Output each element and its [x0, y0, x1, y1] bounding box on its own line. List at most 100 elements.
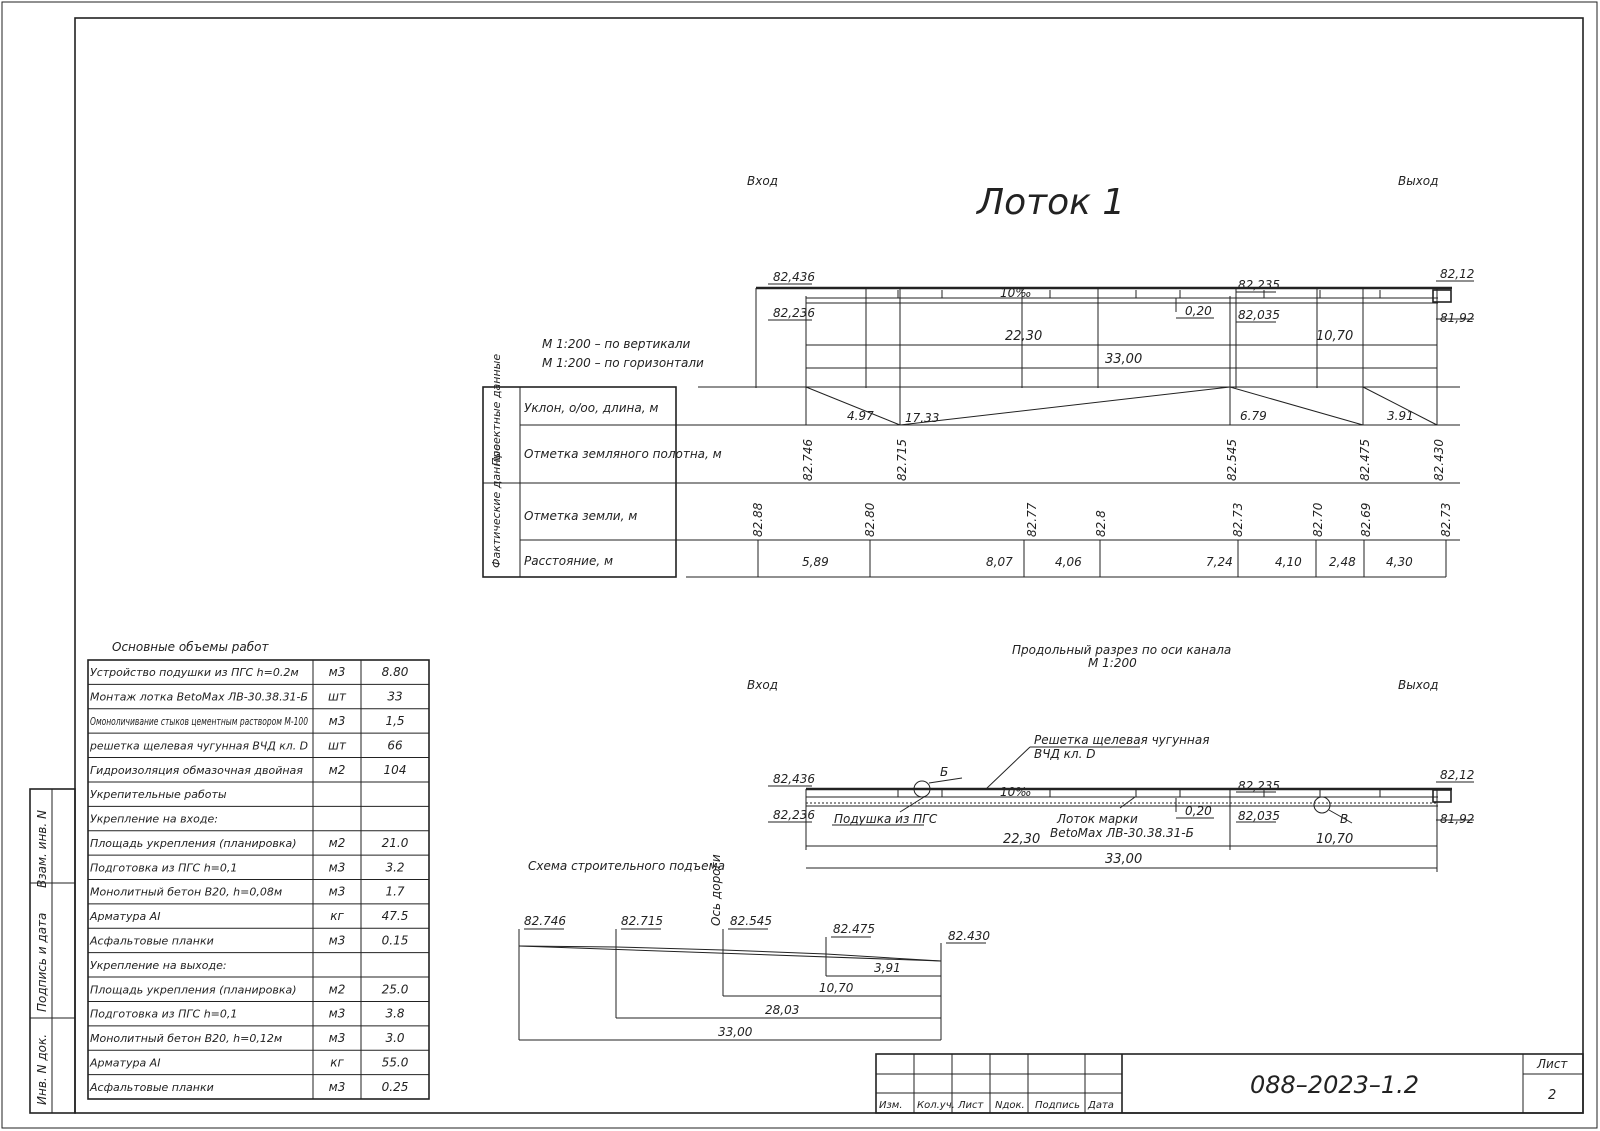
section-dim-right: 10,70 — [1316, 832, 1353, 847]
grid-subgrade-elev: 82.545 — [1225, 439, 1239, 481]
exit-label-bottom: Выход — [1398, 678, 1438, 692]
works-title: Основные объемы работ — [112, 640, 269, 654]
grid-slope-value: 17.33 — [905, 411, 939, 425]
grid-ground-elev: 82.77 — [1025, 502, 1039, 537]
grid-slope-value: 3.91 — [1387, 409, 1414, 423]
section-cushion-label: Подушка из ПГС — [834, 812, 938, 826]
section-slope: 10‰ — [1000, 785, 1031, 799]
works-row-qty: 1.7 — [385, 885, 404, 899]
scheme-elev: 82.475 — [833, 922, 875, 936]
section-depth: 0,20 — [1185, 804, 1212, 818]
section-dim-left: 22,30 — [1003, 832, 1040, 847]
section-elev-top-right: 82,12 — [1440, 768, 1474, 782]
works-row: Омоноличивание стыков цементным растворо… — [90, 714, 405, 728]
works-row-unit: кг — [330, 1055, 344, 1069]
works-row-unit: м3 — [329, 714, 346, 728]
works-row-qty: 8.80 — [382, 665, 409, 679]
works-row-qty: 0.25 — [382, 1080, 409, 1094]
scheme-title: Схема строительного подъема — [528, 859, 725, 873]
works-row: Укрепление на входе: — [90, 813, 218, 826]
section-elev-bottom-mid: 82,035 — [1238, 809, 1280, 823]
works-row-qty: 55.0 — [382, 1055, 409, 1069]
works-table: Основные объемы работ Устройство подушки… — [87, 640, 430, 1100]
works-row-name: Площадь укрепления (планировка) — [90, 983, 297, 996]
grid-distance: 7,24 — [1206, 555, 1233, 569]
exit-label-top: Выход — [1398, 174, 1438, 188]
works-row-name: решетка щелевая чугунная ВЧД кл. D — [89, 739, 308, 752]
works-row-name: Подготовка из ПГС h=0,1 — [90, 1008, 237, 1021]
works-row-name: Укрепительные работы — [90, 788, 227, 801]
works-row: Арматура АI кг 55.0 — [89, 1055, 409, 1069]
works-row-name: Монолитный бетон В20, h=0,08м — [90, 886, 282, 899]
profile-grid: Проектные данные Фактические данные Укло… — [482, 354, 1460, 578]
node-v-marker — [1313, 796, 1331, 814]
grid-distance: 5,89 — [802, 555, 829, 569]
stamp-header: Подпись — [1035, 1100, 1080, 1111]
grid-distance: 4,10 — [1275, 555, 1302, 569]
grid-distance: 2,48 — [1329, 555, 1356, 569]
works-row-qty: 104 — [384, 763, 407, 777]
scheme-elev: 82.746 — [524, 914, 566, 928]
grid-ground-elev: 82.69 — [1359, 503, 1373, 537]
camber-scheme: Схема строительного подъема 82.746 82.71… — [518, 854, 990, 1041]
works-row-name: Укрепление на входе: — [90, 813, 218, 826]
works-row-unit: м3 — [329, 860, 346, 874]
profile-elev-bottom-left: 82,236 — [773, 306, 815, 320]
works-row-qty: 21.0 — [382, 836, 409, 850]
scale-horizontal: М 1:200 – по горизонтали — [542, 356, 704, 370]
section-elev-bottom-left: 82,236 — [773, 808, 815, 822]
grid-distance: 8,07 — [986, 555, 1013, 569]
profile-dim-right: 10,70 — [1316, 329, 1353, 344]
scheme-elev: 82.545 — [730, 914, 772, 928]
grid-ground-elev: 82.70 — [1311, 502, 1325, 537]
works-row-name: Гидроизоляция обмазочная двойная — [90, 764, 303, 777]
profile-depth: 0,20 — [1185, 304, 1212, 318]
grid-ground-elev: 82.73 — [1231, 503, 1245, 537]
grid-ground-elev: 82.73 — [1439, 503, 1453, 537]
title-block: Изм. Кол.уч. Лист Nдок. Подпись Дата 088… — [875, 1053, 1584, 1114]
stamp-header: Дата — [1087, 1100, 1114, 1111]
works-row-unit: м3 — [329, 1080, 346, 1094]
profile-top: 82,436 82,236 82,235 82,035 82,12 81,92 … — [755, 267, 1474, 388]
works-row-qty: 3.0 — [385, 1031, 404, 1045]
works-row-qty: 0.15 — [382, 933, 409, 947]
scheme-dim: 33,00 — [718, 1025, 753, 1039]
section-elev-bottom-right: 81,92 — [1440, 812, 1474, 826]
scheme-dim: 28,03 — [765, 1003, 799, 1017]
profile-elev-top-left: 82,436 — [773, 270, 815, 284]
scheme-dim: 10,70 — [819, 981, 854, 995]
profile-dim-left: 22,30 — [1005, 329, 1042, 344]
works-row-name: Монолитный бетон В20, h=0,12м — [90, 1032, 282, 1045]
works-row-name: Асфальтовые планки — [89, 934, 214, 947]
section-node-b: Б — [940, 765, 948, 779]
works-row-name: Арматура АI — [89, 1056, 160, 1069]
longitudinal-section: Продольный разрез по оси канала М 1:200 … — [747, 643, 1474, 872]
scheme-elev: 82.715 — [621, 914, 663, 928]
grid-distance: 4,06 — [1055, 555, 1082, 569]
side-stamp-inventory: Инв. N док. — [35, 1034, 49, 1105]
profile-elev-top-mid: 82,235 — [1238, 278, 1280, 292]
grid-group-design: Проектные данные — [490, 354, 503, 466]
works-row-name: Асфальтовые планки — [89, 1081, 214, 1094]
stamp-header: Лист — [957, 1100, 985, 1111]
works-row-qty: 33 — [387, 690, 402, 704]
works-row: Асфальтовые планки м3 0.25 — [89, 1080, 408, 1094]
sheet-label: Лист — [1536, 1057, 1568, 1071]
grid-subgrade-elev: 82.430 — [1432, 439, 1446, 481]
works-row-unit: кг — [330, 909, 344, 923]
stamp-header: Nдок. — [995, 1100, 1025, 1111]
section-tray-label-2: BetoMax ЛВ-30.38.31-Б — [1050, 826, 1194, 840]
scheme-road-axis: Ось дороги — [709, 854, 723, 926]
stamp-header: Изм. — [879, 1100, 903, 1111]
works-row-name: Омоноличивание стыков цементным растворо… — [90, 715, 308, 728]
grid-row-ground: Отметка земли, м — [524, 509, 637, 523]
works-row: Укрепительные работы — [90, 788, 227, 801]
works-row-unit: шт — [328, 738, 347, 752]
